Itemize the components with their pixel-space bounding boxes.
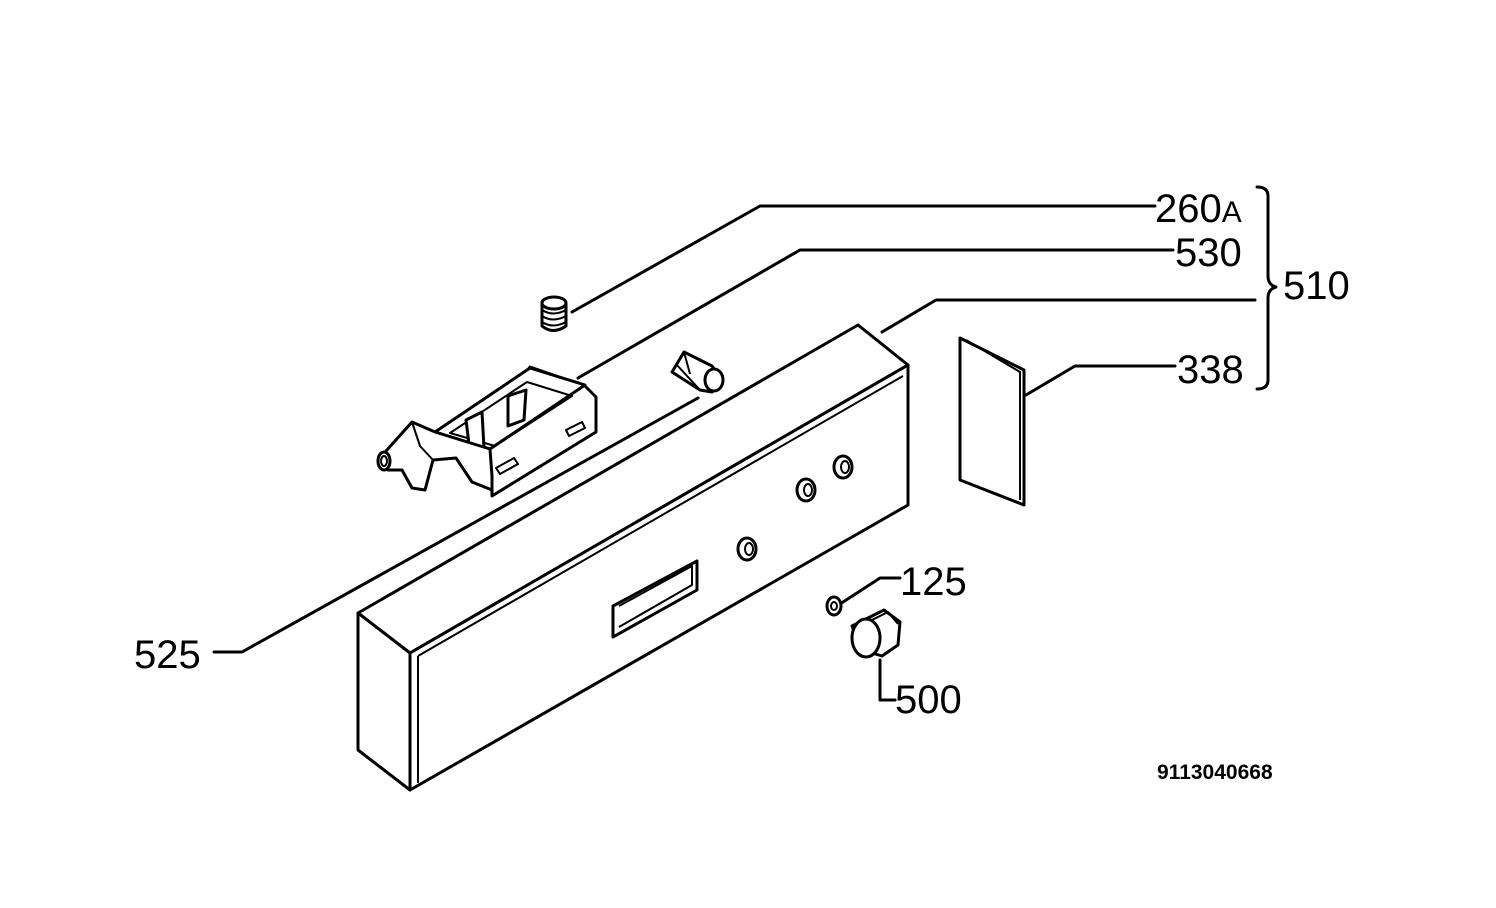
label-260a: 260A — [1155, 187, 1242, 231]
drawing-number: 9113040668 — [1157, 761, 1273, 784]
label-510: 510 — [1283, 264, 1350, 308]
label-125: 125 — [900, 560, 967, 604]
leader-338 — [1024, 364, 1177, 397]
label-338: 338 — [1177, 348, 1244, 392]
leader-500 — [878, 658, 897, 702]
part-530-bracket — [376, 365, 598, 498]
leader-lines — [212, 204, 1257, 702]
leader-125 — [838, 576, 902, 606]
leader-510 — [880, 298, 1257, 334]
part-500-knob — [850, 608, 902, 659]
part-510-control-panel — [356, 323, 910, 792]
label-500: 500 — [895, 678, 962, 722]
leader-260a — [570, 204, 1157, 314]
leader-525 — [212, 396, 700, 654]
part-338-plate — [958, 336, 1026, 507]
label-525: 525 — [134, 633, 201, 677]
part-125-nut — [825, 595, 843, 617]
part-260a-bushing — [540, 295, 568, 332]
part-525-lightguide — [670, 350, 725, 394]
leader-530 — [576, 248, 1175, 380]
assembly-brace — [1255, 185, 1278, 391]
label-530: 530 — [1175, 231, 1242, 275]
